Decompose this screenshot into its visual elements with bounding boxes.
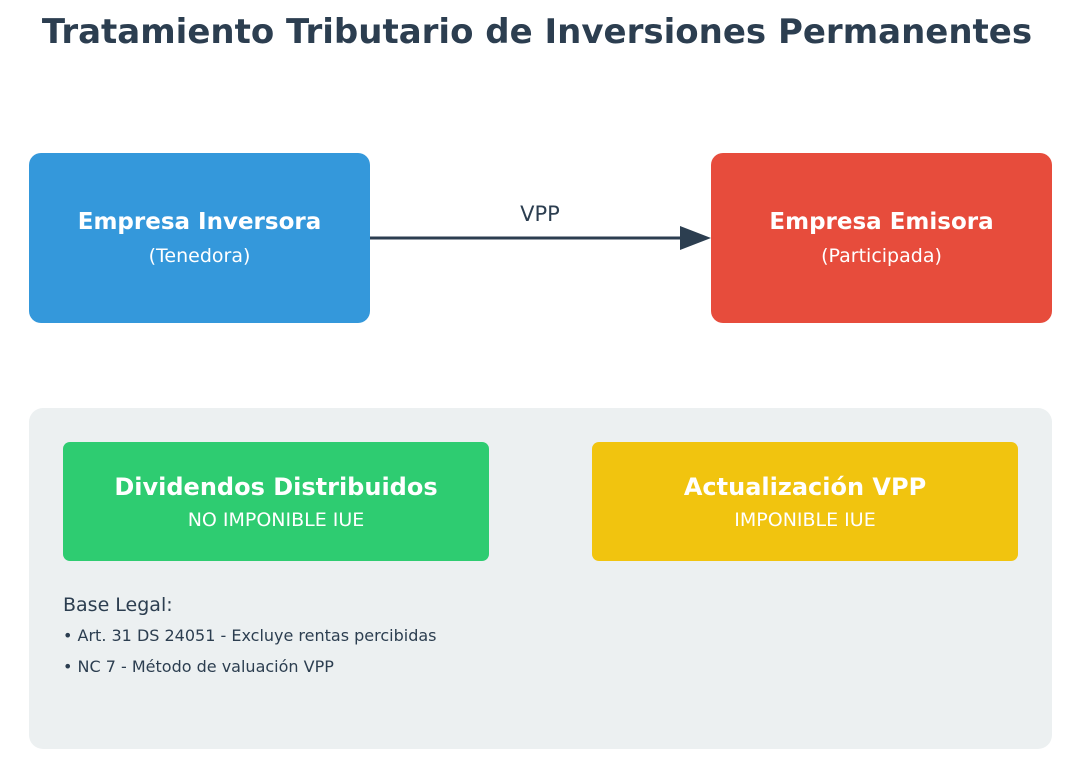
dividends-card: Dividendos Distribuidos NO IMPONIBLE IUE xyxy=(63,442,489,561)
issuer-name: Empresa Emisora xyxy=(769,209,994,235)
investor-name: Empresa Inversora xyxy=(77,209,322,235)
tax-treatment-panel: Dividendos Distribuidos NO IMPONIBLE IUE… xyxy=(29,408,1052,749)
arrow-label: VPP xyxy=(520,202,560,226)
vpp-update-card: Actualización VPP IMPONIBLE IUE xyxy=(592,442,1018,561)
dividends-status: NO IMPONIBLE IUE xyxy=(187,508,365,531)
vpp-update-title: Actualización VPP xyxy=(683,472,927,501)
dividends-title: Dividendos Distribuidos xyxy=(114,472,438,501)
vpp-update-status: IMPONIBLE IUE xyxy=(734,508,876,531)
page-title: Tratamiento Tributario de Inversiones Pe… xyxy=(41,12,1033,52)
legal-heading: Base Legal: xyxy=(63,594,173,616)
vpp-arrow: VPP xyxy=(370,202,711,250)
issuer-company-box: Empresa Emisora (Participada) xyxy=(711,153,1052,323)
legal-item: • Art. 31 DS 24051 - Excluye rentas perc… xyxy=(63,626,437,645)
legal-item: • NC 7 - Método de valuación VPP xyxy=(63,657,334,676)
investor-company-box: Empresa Inversora (Tenedora) xyxy=(29,153,370,323)
arrow-head-icon xyxy=(680,226,711,250)
investor-role: (Tenedora) xyxy=(148,245,251,267)
legal-basis: Base Legal: • Art. 31 DS 24051 - Excluye… xyxy=(63,594,437,688)
issuer-role: (Participada) xyxy=(821,245,942,267)
